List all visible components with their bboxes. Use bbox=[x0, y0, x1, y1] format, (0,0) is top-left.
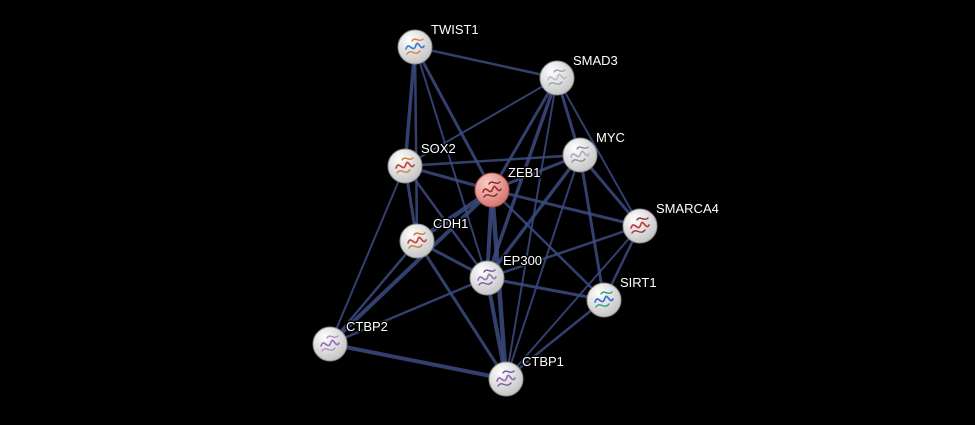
edge-smarca4-ep300[interactable] bbox=[485, 224, 642, 280]
protein-node-myc[interactable] bbox=[562, 137, 598, 173]
edge-myc-ep300[interactable] bbox=[485, 153, 582, 280]
node-label-ep300: EP300 bbox=[503, 253, 542, 268]
structure-glyph-icon bbox=[483, 193, 498, 198]
structure-glyph-icon bbox=[488, 181, 501, 185]
edge-smarca4-ctbp1[interactable] bbox=[505, 225, 641, 380]
structure-glyph-icon bbox=[600, 291, 613, 295]
node-label-smad3: SMAD3 bbox=[573, 53, 618, 68]
protein-node-zeb1[interactable] bbox=[474, 172, 510, 208]
structure-glyph-icon bbox=[594, 295, 614, 303]
structure-glyph-icon bbox=[413, 232, 426, 236]
edge-ctbp2-ctbp1[interactable] bbox=[328, 342, 508, 381]
protein-node-ctbp2[interactable] bbox=[312, 326, 348, 362]
structure-glyph-icon bbox=[502, 370, 515, 374]
structure-glyph-icon bbox=[576, 146, 589, 150]
node-label-myc: MYC bbox=[596, 130, 625, 145]
node-label-zeb1: ZEB1 bbox=[508, 165, 541, 180]
structure-glyph-icon bbox=[405, 42, 425, 50]
node-label-ctbp1: CTBP1 bbox=[522, 354, 564, 369]
protein-node-cdh1[interactable] bbox=[399, 223, 435, 259]
edge-smad3-zeb1[interactable] bbox=[490, 76, 559, 192]
structure-glyph-icon bbox=[631, 229, 646, 234]
edge-smad3-sox2[interactable] bbox=[404, 77, 558, 167]
structure-glyph-icon bbox=[630, 221, 650, 229]
node-label-sirt1: SIRT1 bbox=[620, 275, 657, 290]
structure-glyph-icon bbox=[595, 303, 610, 308]
structure-glyph-icon bbox=[497, 382, 512, 387]
protein-node-smarca4[interactable] bbox=[622, 208, 658, 244]
edge-cdh1-ctbp1[interactable] bbox=[415, 239, 508, 381]
edge-zeb1-ctbp2[interactable] bbox=[328, 188, 494, 346]
edge-cdh1-ctbp2[interactable] bbox=[328, 239, 419, 346]
edge-zeb1-sirt1[interactable] bbox=[490, 188, 606, 302]
protein-node-sirt1[interactable] bbox=[586, 282, 622, 318]
structure-glyph-icon bbox=[482, 185, 502, 193]
edge-myc-sox2[interactable] bbox=[403, 153, 582, 168]
node-label-sox2: SOX2 bbox=[421, 141, 456, 156]
structure-glyph-icon bbox=[407, 236, 427, 244]
edge-sirt1-ctbp1[interactable] bbox=[504, 298, 606, 381]
edge-twist1-smad3[interactable] bbox=[413, 45, 559, 80]
structure-glyph-icon bbox=[321, 347, 336, 352]
structure-glyph-icon bbox=[636, 217, 649, 221]
structure-glyph-icon bbox=[571, 158, 586, 163]
node-label-smarca4: SMARCA4 bbox=[656, 201, 719, 216]
structure-glyph-icon bbox=[483, 269, 496, 273]
protein-node-ep300[interactable] bbox=[469, 260, 505, 296]
node-label-ctbp2: CTBP2 bbox=[346, 319, 388, 334]
structure-glyph-icon bbox=[408, 244, 423, 249]
structure-glyph-icon bbox=[570, 150, 590, 158]
structure-glyph-icon bbox=[320, 339, 340, 347]
structure-glyph-icon bbox=[396, 169, 411, 174]
structure-glyph-icon bbox=[553, 69, 566, 73]
edge-sox2-ctbp2[interactable] bbox=[329, 165, 406, 345]
structure-glyph-icon bbox=[478, 281, 493, 286]
protein-node-smad3[interactable] bbox=[539, 60, 575, 96]
node-label-twist1: TWIST1 bbox=[431, 22, 479, 37]
edge-zeb1-smarca4[interactable] bbox=[490, 188, 642, 228]
structure-glyph-icon bbox=[477, 273, 497, 281]
edge-ep300-ctbp2[interactable] bbox=[328, 276, 489, 346]
edge-smad3-smarca4[interactable] bbox=[556, 77, 641, 227]
edge-ep300-sirt1[interactable] bbox=[485, 276, 606, 302]
structure-glyph-icon bbox=[406, 50, 421, 55]
edge-myc-sirt1[interactable] bbox=[578, 153, 606, 302]
protein-node-twist1[interactable] bbox=[397, 29, 433, 65]
edge-twist1-sox2[interactable] bbox=[403, 45, 417, 168]
structure-glyph-icon bbox=[395, 161, 415, 169]
edge-myc-ctbp1[interactable] bbox=[505, 154, 581, 380]
edge-twist1-cdh1[interactable] bbox=[413, 45, 419, 243]
protein-node-ctbp1[interactable] bbox=[488, 361, 524, 397]
structure-glyph-icon bbox=[547, 73, 567, 81]
structure-glyph-icon bbox=[411, 38, 424, 42]
node-label-cdh1: CDH1 bbox=[433, 216, 468, 231]
structure-glyph-icon bbox=[401, 157, 414, 161]
edge-twist1-zeb1[interactable] bbox=[413, 45, 494, 192]
structure-glyph-icon bbox=[496, 374, 516, 382]
structure-glyph-icon bbox=[326, 335, 339, 339]
structure-glyph-icon bbox=[548, 81, 563, 86]
protein-node-sox2[interactable] bbox=[387, 148, 423, 184]
